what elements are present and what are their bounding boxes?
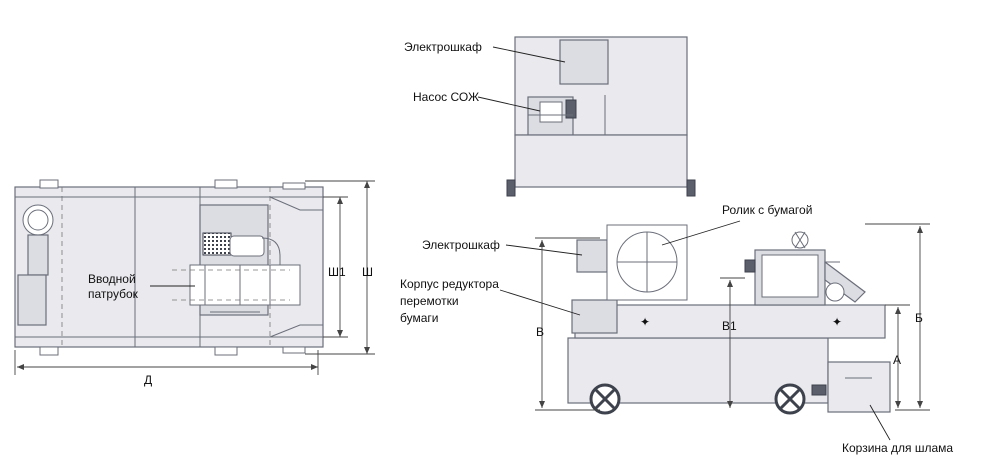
label-electrical-cabinet-top: Электрошкаф xyxy=(404,40,482,54)
side-gearbox-housing xyxy=(571,299,618,334)
front-wheel xyxy=(506,179,516,197)
front-view: Электрошкаф Насос СОЖ xyxy=(404,36,696,197)
plan-lug xyxy=(39,179,59,189)
label-gearbox-housing-line3: бумаги xyxy=(400,311,438,325)
label-sludge-basket: Корзина для шлама xyxy=(842,441,953,455)
plan-inlet-box xyxy=(189,264,301,306)
plan-lug xyxy=(39,346,59,356)
dim-width-inner: Ш1 xyxy=(328,265,346,279)
label-paper-roll: Ролик с бумагой xyxy=(722,203,812,217)
side-marker-left: ✦ xyxy=(640,315,650,329)
plan-lug xyxy=(214,179,238,189)
side-electrical-box xyxy=(576,239,608,273)
inlet-label-line1: Вводной xyxy=(88,272,136,286)
plan-view: Вводной патрубок Д Ш1 Ш xyxy=(14,179,375,387)
inlet-label-line2: патрубок xyxy=(88,287,139,301)
plan-mesh xyxy=(202,232,232,256)
label-electrical-cabinet-side: Электрошкаф xyxy=(422,238,500,252)
front-tank xyxy=(514,134,688,188)
side-sludge-basket xyxy=(827,361,891,413)
front-wheel xyxy=(686,179,696,197)
plan-lug xyxy=(282,182,306,190)
label-gearbox-housing-line1: Корпус редуктора xyxy=(400,277,499,291)
side-wheel-right xyxy=(774,383,806,415)
front-electrical-panel xyxy=(559,39,609,85)
dim-height-a: А xyxy=(893,353,901,367)
dim-height-total: В xyxy=(536,325,544,339)
dim-length: Д xyxy=(144,373,152,387)
plan-lug xyxy=(214,346,238,356)
dim-height-b: Б xyxy=(915,311,923,325)
dim-height-inner: В1 xyxy=(722,319,737,333)
plan-lug xyxy=(282,346,306,354)
side-view: ✦ ✦ Ролик xyxy=(400,203,953,455)
label-coolant-pump: Насос СОЖ xyxy=(413,90,479,104)
dim-width: Ш xyxy=(362,265,373,279)
side-marker-right: ✦ xyxy=(832,315,842,329)
label-gearbox-housing-line2: перемотки xyxy=(400,294,459,308)
side-wheel-left xyxy=(589,383,621,415)
